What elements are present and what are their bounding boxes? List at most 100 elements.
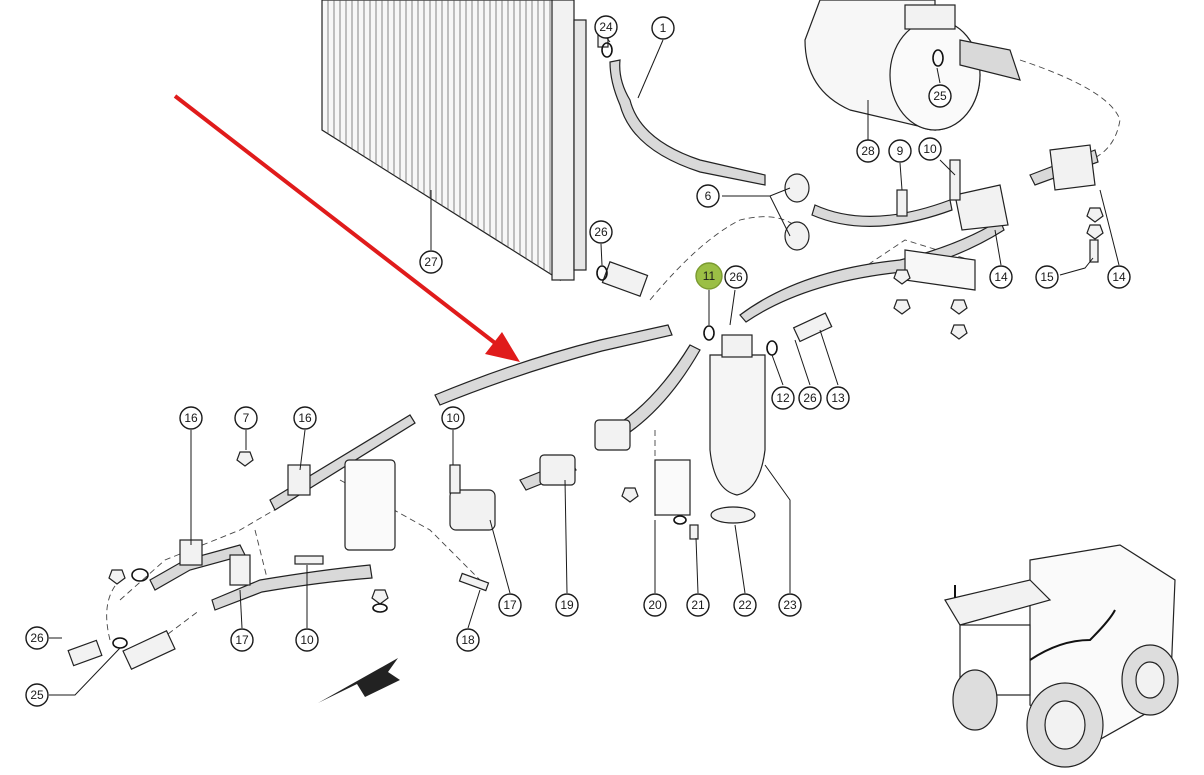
- callout-circle: [778, 593, 802, 617]
- callout-circle: [856, 139, 880, 163]
- callout-c16b: 16: [293, 406, 317, 430]
- condenser-part: [321, 0, 587, 282]
- callout-layer: 1 24 25 28 9 10 6 26 27 11 26 14 14 15 12 26 13 16 7 16 10 17…: [25, 15, 1131, 707]
- callout-label: 10: [300, 633, 314, 647]
- callout-c13: 13: [826, 386, 850, 410]
- callout-label: 19: [560, 598, 574, 612]
- callout-label: 22: [738, 598, 752, 612]
- condenser-fins: [327, 0, 551, 274]
- callout-c26c: 26: [798, 386, 822, 410]
- callout-circle: [989, 265, 1013, 289]
- callout-label: 12: [776, 391, 790, 405]
- callout-circle: [1035, 265, 1059, 289]
- callout-circle: [25, 626, 49, 650]
- callout-label: 10: [446, 411, 460, 425]
- callout-circle: [695, 262, 723, 290]
- callout-label: 18: [461, 633, 475, 647]
- callout-label: 16: [184, 411, 198, 425]
- callout-circle: [686, 593, 710, 617]
- callout-circle: [798, 386, 822, 410]
- callout-c23: 23: [778, 593, 802, 617]
- callout-label: 14: [994, 270, 1008, 284]
- callout-c24: 24: [594, 15, 618, 39]
- callout-label: 26: [729, 270, 743, 284]
- callout-c28: 28: [856, 139, 880, 163]
- leader-lines: [49, 36, 1120, 696]
- callout-c14a: 14: [989, 265, 1013, 289]
- callout-c6: 6: [696, 184, 720, 208]
- callout-label: 26: [594, 225, 608, 239]
- black-direction-arrow-icon: [318, 658, 400, 703]
- callout-circle: [25, 683, 49, 707]
- callout-c7: 7: [234, 406, 258, 430]
- red-pointer-arrow-icon: [173, 94, 520, 362]
- callout-label: 25: [933, 89, 947, 103]
- brackets: [904, 249, 976, 291]
- callout-circle: [293, 406, 317, 430]
- callout-c11: 11: [695, 262, 723, 290]
- callout-c17b: 17: [230, 628, 254, 652]
- callout-c12: 12: [771, 386, 795, 410]
- callout-c1: 1: [651, 16, 675, 40]
- callout-circle: [234, 406, 258, 430]
- callout-label: 7: [243, 411, 250, 425]
- callout-c14b: 14: [1107, 265, 1131, 289]
- callout-label: 27: [424, 255, 438, 269]
- callout-circle: [594, 15, 618, 39]
- callout-c26b: 26: [724, 265, 748, 289]
- callout-label: 16: [298, 411, 312, 425]
- callout-label: 9: [897, 144, 904, 158]
- callout-circle: [555, 593, 579, 617]
- callout-circle: [230, 628, 254, 652]
- callout-circle: [696, 184, 720, 208]
- callout-label: 17: [503, 598, 517, 612]
- forage-harvester-thumbnail-icon: [944, 544, 1179, 768]
- callout-label: 13: [831, 391, 845, 405]
- callout-circle: [826, 386, 850, 410]
- callout-c19: 19: [555, 593, 579, 617]
- callout-label: 26: [803, 391, 817, 405]
- routing-lines: [106, 59, 1121, 641]
- callout-label: 14: [1112, 270, 1126, 284]
- callout-label: 20: [648, 598, 662, 612]
- callout-c16a: 16: [179, 406, 203, 430]
- fasteners: [108, 159, 1104, 613]
- callout-circle: [733, 593, 757, 617]
- callout-circle: [179, 406, 203, 430]
- callout-label: 24: [599, 20, 613, 34]
- callout-c25b: 25: [25, 683, 49, 707]
- callout-circle: [441, 406, 465, 430]
- callout-label: 6: [705, 189, 712, 203]
- callout-label: 10: [923, 142, 937, 156]
- callout-circle: [295, 628, 319, 652]
- callout-label: 25: [30, 688, 44, 702]
- callout-circle: [643, 593, 667, 617]
- callout-circle: [771, 386, 795, 410]
- callout-c26a: 26: [589, 220, 613, 244]
- callout-c15: 15: [1035, 265, 1059, 289]
- callout-c21: 21: [686, 593, 710, 617]
- callout-label: 23: [783, 598, 797, 612]
- callout-label: 11: [703, 269, 716, 283]
- callout-circle: [456, 628, 480, 652]
- callout-label: 28: [861, 144, 875, 158]
- callout-circle: [1107, 265, 1131, 289]
- callout-circle: [928, 84, 952, 108]
- receiver-drier-part: [709, 334, 766, 496]
- callout-c17a: 17: [498, 593, 522, 617]
- callout-c22: 22: [733, 593, 757, 617]
- callout-circle: [419, 250, 443, 274]
- callout-c25a: 25: [928, 84, 952, 108]
- callout-c26d: 26: [25, 626, 49, 650]
- callout-c27: 27: [419, 250, 443, 274]
- callout-c20: 20: [643, 593, 667, 617]
- callout-c10b: 10: [441, 406, 465, 430]
- compressor-part: [804, 0, 1021, 131]
- callout-circle: [888, 139, 912, 163]
- callout-c10c: 10: [295, 628, 319, 652]
- callout-label: 17: [235, 633, 249, 647]
- callout-label: 21: [691, 598, 705, 612]
- callout-circle: [498, 593, 522, 617]
